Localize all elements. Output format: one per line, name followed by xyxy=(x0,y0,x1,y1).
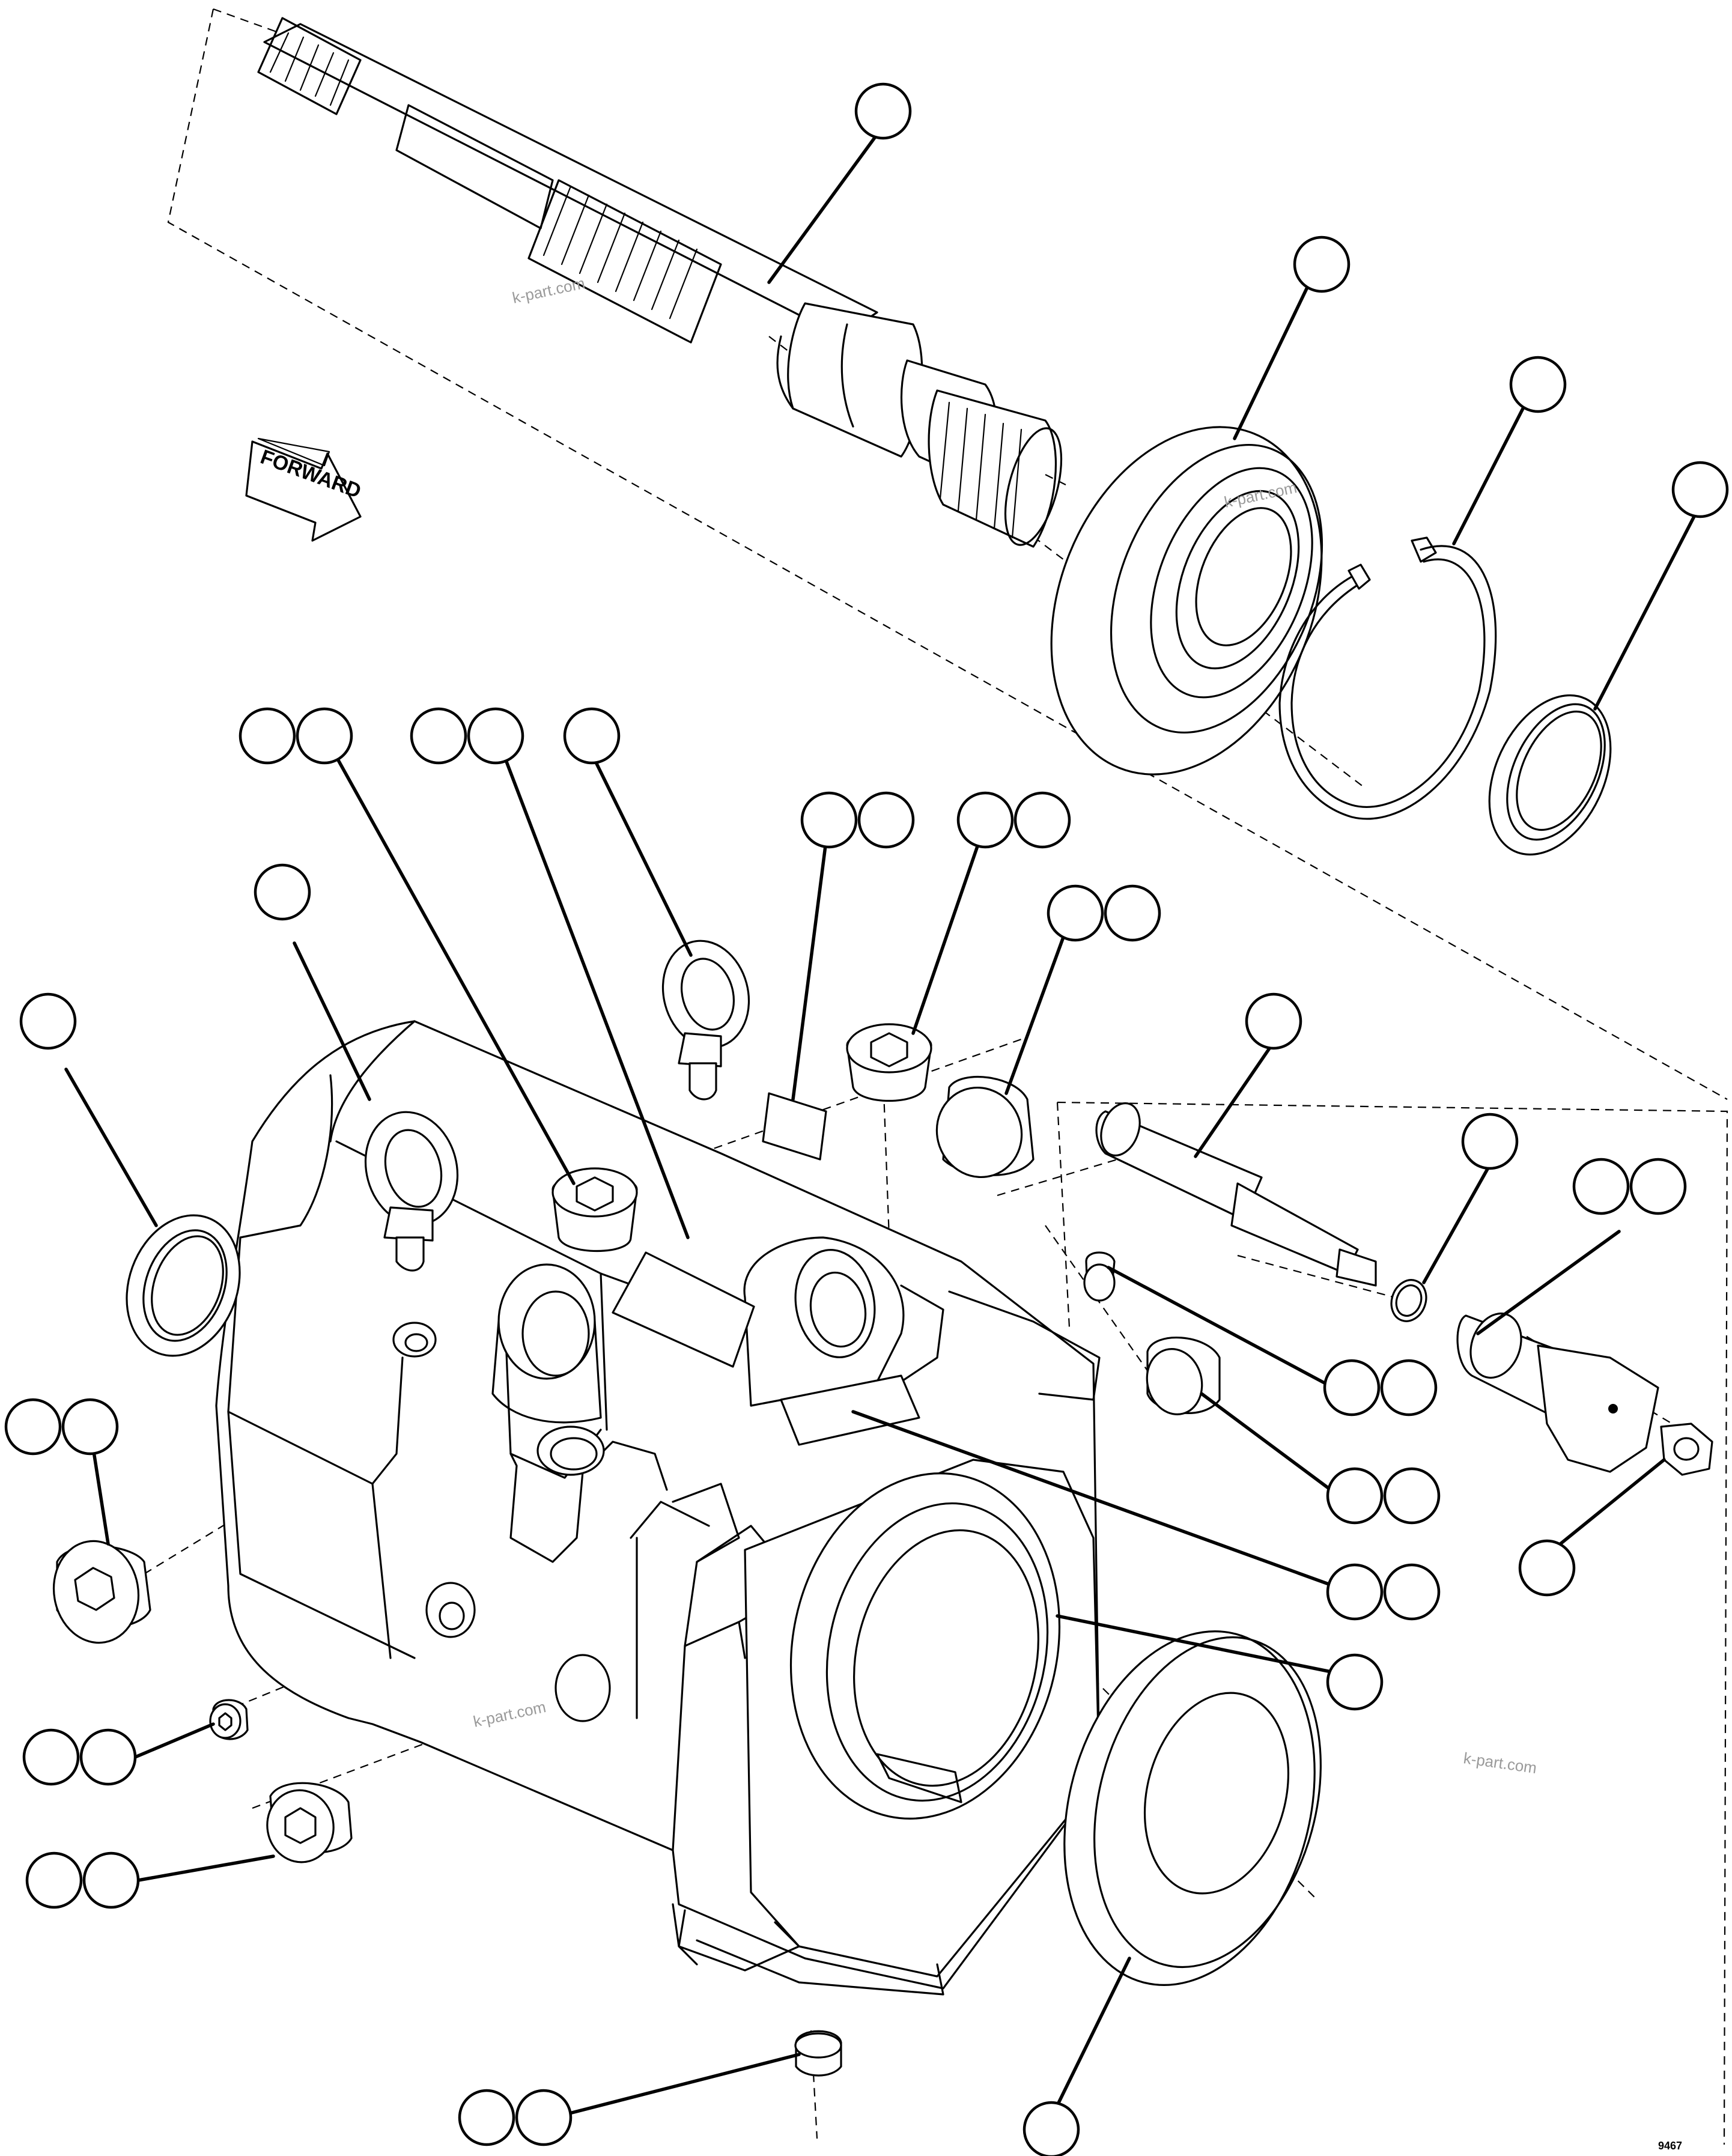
callout-plug-upper xyxy=(239,707,353,765)
callout-shaft xyxy=(854,82,912,140)
callout-plate-lower xyxy=(1326,1563,1441,1621)
callout-plug-mid xyxy=(1326,1467,1441,1525)
callout-nut xyxy=(1518,1539,1576,1597)
callout-plug-top xyxy=(956,791,1071,849)
callout-label-small xyxy=(800,791,915,849)
forward-direction-arrow: FORWARD xyxy=(245,437,364,542)
callout-plug-bottom xyxy=(458,2089,573,2146)
callout-plug-left-large xyxy=(4,1398,119,1456)
callout-plug-flanged xyxy=(1047,884,1161,942)
plate-upper-shape xyxy=(612,1251,755,1368)
eyebolt-left xyxy=(364,1111,459,1272)
drawing-code: 9467 xyxy=(1658,2140,1682,2152)
drive-shaft xyxy=(257,17,1070,548)
callout-fitting-small xyxy=(1323,1359,1438,1417)
callout-plug-left-mid xyxy=(25,1851,140,1909)
callout-bore xyxy=(1326,1653,1384,1711)
watermark: k-part.com xyxy=(511,274,586,307)
callout-eyebolt-left xyxy=(254,863,311,921)
parts-plugs xyxy=(52,1023,1713,2077)
callout-fitting-left-small xyxy=(22,1728,137,1786)
ball-bearing xyxy=(1050,426,1323,776)
snap-ring xyxy=(1278,536,1497,820)
small-label-shape xyxy=(762,1092,827,1161)
callout-shaft-pin xyxy=(1245,992,1302,1050)
watermark: k-part.com xyxy=(1462,1749,1538,1777)
callout-washer xyxy=(1671,461,1729,518)
callout-eyebolt-center xyxy=(563,707,621,765)
large-seal xyxy=(1063,1630,1322,1986)
callout-o-ring-small xyxy=(1461,1113,1519,1170)
callout-bearing xyxy=(1293,235,1351,293)
callout-snap-ring xyxy=(1509,356,1567,413)
callout-sleeve-hex xyxy=(1572,1158,1687,1215)
leader-lines xyxy=(64,124,1699,2119)
eyebolt-center xyxy=(661,940,750,1101)
callout-plate-upper xyxy=(410,707,524,765)
thrust-washer xyxy=(1488,694,1612,856)
callout-bubbles xyxy=(4,82,1729,2156)
callout-seal-ring-left xyxy=(19,992,77,1050)
plate-lower-shape xyxy=(780,1374,920,1446)
callout-seal-large xyxy=(1022,2101,1080,2156)
